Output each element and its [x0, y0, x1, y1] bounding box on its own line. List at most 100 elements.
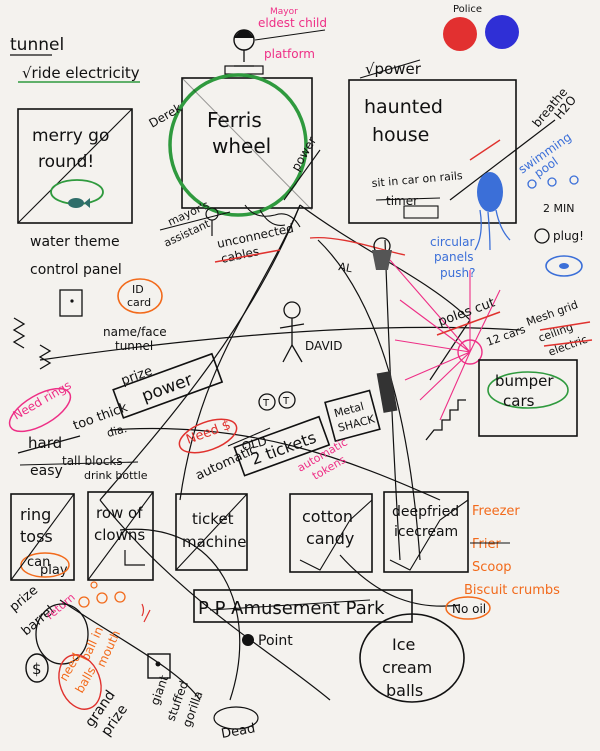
ride-electricity-label: √ride electricity: [22, 64, 140, 82]
svg-text:T: T: [262, 398, 270, 409]
tall-blocks-label: tall blocks: [62, 454, 123, 468]
point-marker-icon: [242, 634, 254, 646]
frier-label: Frier: [472, 537, 501, 552]
id-card-circle: [117, 278, 163, 314]
pink-splash: [389, 259, 501, 421]
bumper-label: bumper: [495, 372, 554, 390]
cream-label: cream: [382, 658, 432, 677]
david-figure: [279, 301, 305, 363]
prize-box: [147, 653, 171, 679]
ticket-machine-box: [175, 493, 248, 571]
id-label: ID: [132, 283, 144, 296]
park-name-banner: [193, 589, 413, 623]
bubbles-icon: [527, 175, 579, 189]
connector: [309, 236, 406, 256]
freezer-label: Freezer: [472, 504, 520, 519]
panel-disc-icon: [545, 255, 583, 277]
scoop-label: Scoop: [472, 560, 512, 575]
no-oil-label: No oil: [452, 602, 486, 616]
name-tunnel-label: tunnel: [115, 339, 153, 353]
mayor-label: Mayor: [270, 7, 298, 17]
need-dollar-circle: [178, 418, 238, 454]
merry-go-round-box: [17, 108, 133, 224]
haunted-label: haunted: [364, 96, 443, 118]
clowns-label: clowns: [94, 526, 145, 544]
bumper-highlight: [487, 371, 569, 409]
haunted-power-label: √power: [365, 60, 422, 78]
connector: [179, 204, 301, 501]
cotton-candy-box: [289, 493, 373, 573]
connector: [429, 319, 471, 381]
icecream-label: icecream: [394, 524, 458, 540]
ferris-wheel-area: Ferris wheel Derek power: [147, 73, 321, 217]
token-icons: T T: [258, 391, 296, 411]
drink-bottle-label: drink bottle: [84, 469, 148, 482]
police-blue-light: [485, 15, 519, 49]
wheel-label: wheel: [212, 134, 271, 158]
dollar-label: $: [32, 660, 42, 678]
prize-barrel-label-1: prize: [7, 583, 41, 615]
no-oil-circle: [445, 596, 491, 620]
dia-label: dia.: [105, 422, 128, 440]
cables-underline: [214, 249, 281, 263]
swimmer-scribble: [469, 139, 511, 251]
bucket-icon: [372, 237, 392, 270]
candy-label: candy: [306, 529, 354, 548]
police-label: Police: [453, 4, 482, 15]
row-of-label: row of: [96, 504, 143, 522]
haunted-house-box: [348, 79, 517, 224]
toss-label: toss: [20, 527, 53, 546]
al-label: AL: [337, 260, 354, 275]
metal-shack-box: Metal SHACK: [324, 389, 381, 443]
park-name-label: P P Amusement Park: [198, 598, 385, 619]
old-label: OLD: [240, 434, 268, 454]
connector-lines: [39, 204, 521, 701]
push-label: push?: [440, 266, 475, 280]
platform-label: platform: [264, 47, 315, 61]
tunnel-label: tunnel: [10, 35, 64, 55]
machine-label: machine: [182, 533, 246, 551]
balls-label: balls: [386, 681, 423, 700]
ice-cream-balls-circle: [359, 613, 465, 703]
point-label: Point: [258, 633, 293, 649]
eldest-child-label: eldest child: [258, 16, 327, 30]
circular-label: circular: [430, 235, 474, 249]
merry-go-label: merry go: [32, 126, 109, 146]
stairs-scribble: [425, 399, 466, 441]
david-label: DAVID: [305, 339, 342, 353]
biscuit-crumbs-label: Biscuit crumbs: [464, 583, 560, 598]
cable-squiggles: [244, 204, 301, 228]
derek-label: Derek: [147, 101, 185, 131]
connector: [119, 528, 241, 701]
sit-in-car-label: sit in car on rails: [371, 169, 463, 190]
row-of-clowns-box: [87, 491, 154, 581]
round-label: round!: [38, 152, 94, 172]
control-panel-label: control panel: [30, 262, 122, 278]
cars12-label: 12 cars: [485, 323, 528, 349]
panels-label: panels: [434, 250, 474, 264]
ring-label: ring: [20, 505, 51, 524]
two-min-label: 2 MIN: [543, 202, 574, 215]
need-rings-label: Need rings: [11, 378, 74, 423]
dead-label: Dead: [220, 721, 256, 742]
connector: [317, 239, 421, 561]
cotton-label: cotton: [302, 507, 353, 526]
dollar-circle: [25, 653, 49, 683]
ticket-label: ticket: [192, 510, 234, 528]
eldest-strikeout: [254, 29, 326, 41]
connector: [384, 239, 401, 561]
zigzag-scribble: [12, 317, 52, 370]
ice-label: Ice: [392, 635, 415, 654]
connector: [99, 204, 301, 501]
deepfried-label: deepfried: [392, 504, 459, 520]
connector: [299, 204, 471, 321]
connector: [99, 499, 331, 701]
fish-icon: [68, 198, 90, 208]
ferris-power-label: power: [288, 134, 319, 173]
ring-toss-box: [10, 493, 75, 581]
can-label: can: [27, 555, 50, 570]
plug-icon: [534, 228, 550, 244]
card-label: card: [127, 296, 151, 309]
